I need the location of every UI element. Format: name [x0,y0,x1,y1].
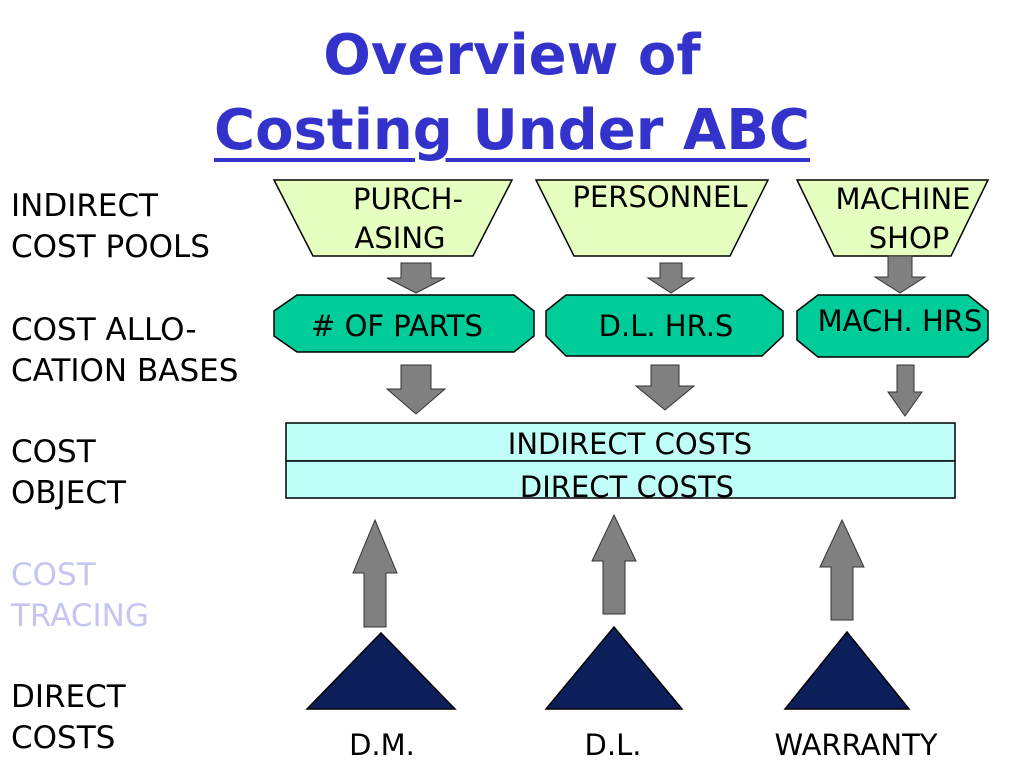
label-line: TRACING [11,598,149,634]
down-arrow-icon [873,255,927,294]
allocation-base-machine-hours: MACH. HRS [796,294,989,358]
down-arrow-icon [887,364,923,417]
direct-materials-triangle [305,631,457,710]
label-cost-tracing: COST TRACING [11,555,149,637]
label-line: COSTS [11,720,116,756]
indirect-costs-label: INDIRECT COSTS [508,427,752,461]
allocation-base-dl-hours: D.L. HR.S [545,294,784,357]
down-arrow-icon [646,262,696,294]
label-line: COST [11,434,96,470]
cost-pool-machine-shop: MACHINE SHOP [795,179,990,257]
up-arrow-icon [819,518,865,621]
pool-label: MACHINE [836,182,971,216]
direct-costs-box [285,460,956,499]
down-arrow-icon [385,364,447,415]
label-line: CATION BASES [11,353,239,389]
cost-object: INDIRECT COSTS DIRECT COSTS [285,422,956,504]
label-cost-object: COST OBJECT [11,432,126,514]
label-direct-costs: DIRECT COSTS [11,677,126,759]
label-indirect-cost-pools: INDIRECT COST POOLS [11,186,210,268]
up-arrow-icon [591,513,637,615]
allocation-base-parts: # OF PARTS [273,294,535,353]
down-arrow-icon [386,262,446,294]
label-line: DIRECT [11,679,126,715]
label-line: COST POOLS [11,229,210,265]
base-label: D.L. HR.S [599,309,734,343]
pool-label: SHOP [869,221,950,255]
title-line-2: Costing Under ABC [214,98,810,163]
base-label: MACH. HRS [818,304,983,338]
up-arrow-icon [352,518,398,628]
direct-labor-triangle [544,625,684,710]
cost-pool-purchasing: PURCH- ASING [272,179,514,257]
down-arrow-icon [634,364,696,411]
pool-label: PURCH- [353,182,463,216]
direct-cost-label-warranty: WARRANTY [774,728,937,762]
direct-costs-label: DIRECT COSTS [520,470,734,504]
label-line: INDIRECT [11,188,159,224]
pool-label: ASING [355,221,446,255]
label-cost-allocation-bases: COST ALLO- CATION BASES [11,310,238,392]
base-label: # OF PARTS [311,309,483,343]
cost-pool-personnel: PERSONNEL [534,179,770,257]
label-line: OBJECT [11,475,126,511]
label-line: COST ALLO- [11,312,197,348]
label-line: COST [11,557,96,593]
direct-cost-label-dl: D.L. [585,728,642,762]
warranty-triangle [783,630,911,710]
title-line-1: Overview of [323,23,701,88]
pool-label: PERSONNEL [572,180,747,214]
direct-cost-label-dm: D.M. [349,728,415,762]
